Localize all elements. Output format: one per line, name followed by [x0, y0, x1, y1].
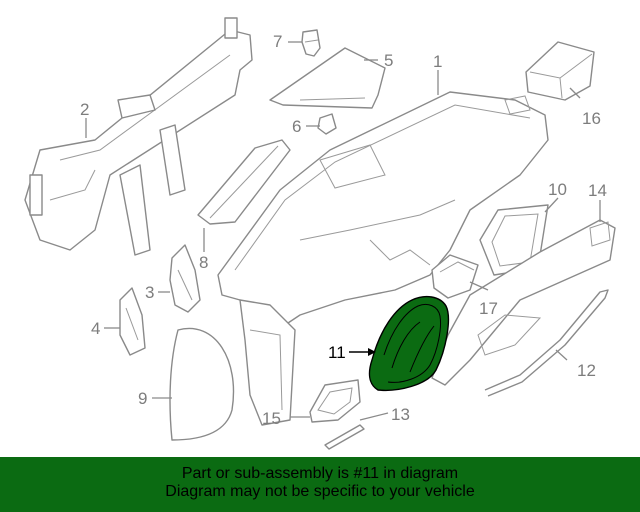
callout-6: 6: [292, 117, 301, 136]
callout-2: 2: [80, 100, 89, 119]
leader-lines: [85, 41, 601, 421]
exploded-parts-diagram: 1 2 3 4 5 6 7 8 9 10 11 12 13 14 15 16 1…: [24, 17, 616, 450]
callout-9: 9: [138, 389, 147, 408]
part-16-module: [525, 41, 595, 101]
diagram-disclaimer-banner: Part or sub-assembly is #11 in diagram D…: [0, 457, 640, 512]
callout-1: 1: [433, 52, 442, 71]
callout-5: 5: [384, 51, 393, 70]
part-15-housing: [309, 379, 361, 423]
callout-14: 14: [588, 181, 607, 200]
part-4-bracket: [119, 287, 146, 356]
part-12-rod: [484, 289, 609, 397]
part-6-fastener: [317, 113, 337, 135]
part-9-end-cover: [169, 327, 235, 441]
callout-16: 16: [582, 109, 601, 128]
part-8-defroster-strip: [197, 139, 291, 225]
part-17-switch: [431, 254, 479, 299]
callout-12: 12: [577, 361, 596, 380]
part-13-stick: [324, 424, 365, 450]
part-11-cluster-bezel-highlighted: [368, 295, 450, 392]
banner-line-disclaimer: Diagram may not be specific to your vehi…: [165, 483, 475, 500]
callout-15: 15: [262, 409, 281, 428]
part-1-instrument-panel: [217, 91, 549, 426]
callout-7: 7: [273, 32, 282, 51]
callout-13: 13: [391, 405, 410, 424]
callout-11: 11: [328, 343, 346, 362]
callout-8: 8: [199, 253, 208, 272]
part-2-crosscar-beam: [24, 17, 253, 256]
callout-10: 10: [548, 180, 567, 199]
banner-line-part-number: Part or sub-assembly is #11 in diagram: [181, 465, 459, 482]
callout-3: 3: [145, 283, 154, 302]
part-7-clip: [301, 29, 321, 57]
part-5-cover-panel: [269, 47, 386, 109]
callout-17: 17: [479, 299, 498, 318]
part-3-bracket: [169, 244, 201, 313]
callout-4: 4: [91, 319, 100, 338]
